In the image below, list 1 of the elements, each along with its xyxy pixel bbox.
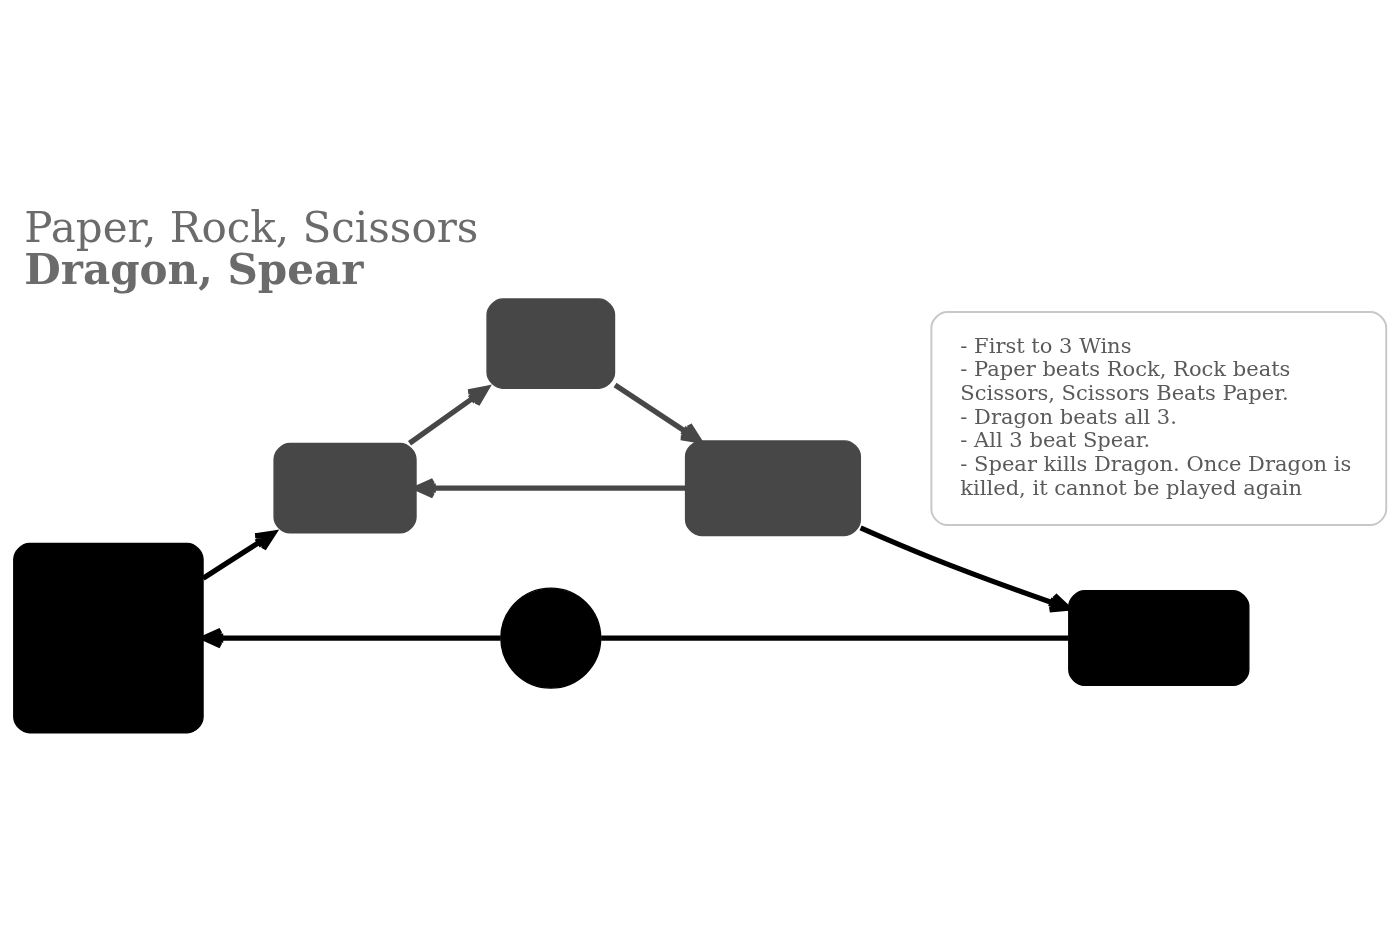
diagram-title: Paper, Rock, Scissors Dragon, Spear xyxy=(24,202,479,294)
